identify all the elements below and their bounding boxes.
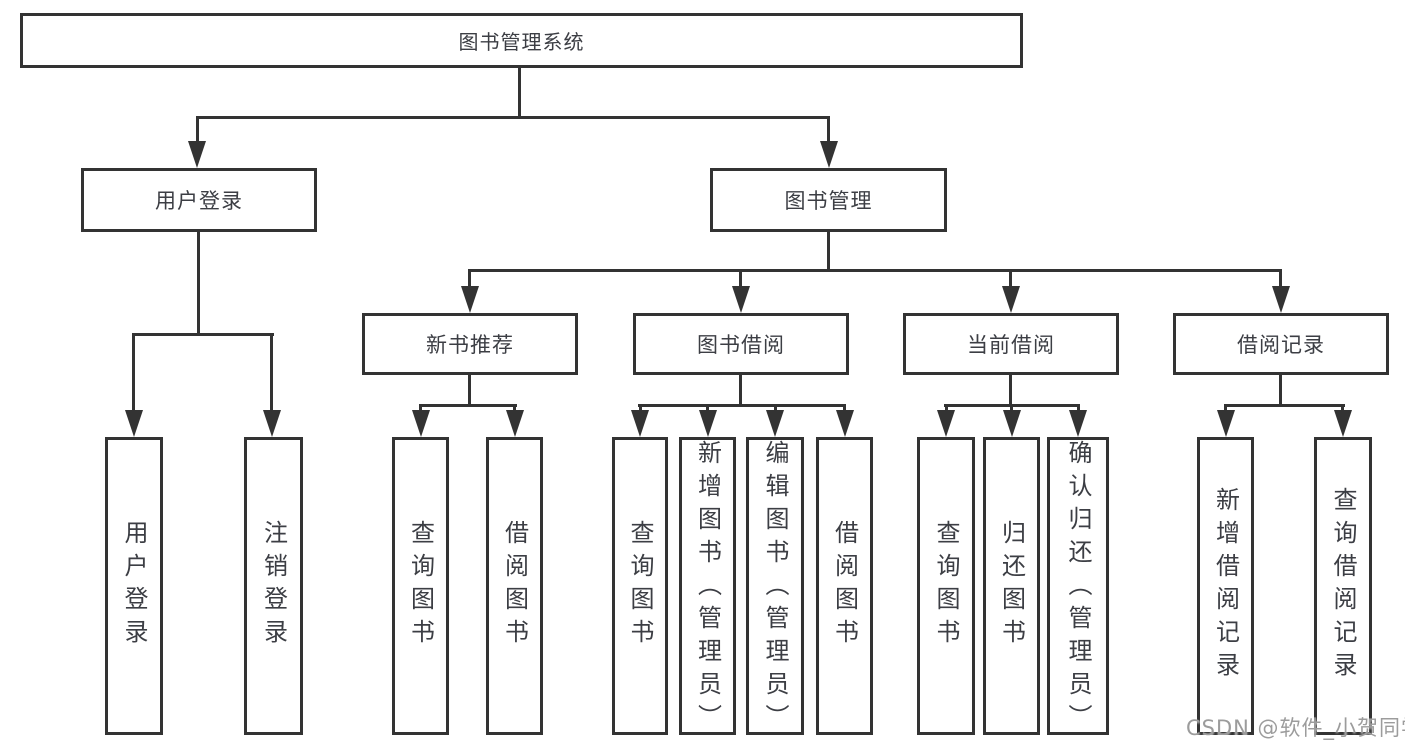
arrow-down-icon — [1334, 410, 1352, 437]
connector-line — [468, 269, 471, 289]
arrow-down-icon — [732, 286, 750, 313]
connector-line — [706, 404, 709, 412]
arrow-down-icon — [937, 410, 955, 437]
leaf-user-login: 用户登录 — [105, 437, 163, 735]
connector-line — [419, 404, 422, 412]
connector-line — [1077, 404, 1080, 412]
connector-line — [739, 269, 742, 289]
connector-line — [639, 404, 642, 412]
arrow-down-icon — [188, 141, 206, 168]
connector-line — [468, 375, 471, 407]
connector-line — [1009, 269, 1012, 289]
leaf-return-books: 归还图书 — [983, 437, 1040, 735]
leaf-borrow-books: 借阅图书 — [816, 437, 873, 735]
connector-line — [1341, 404, 1344, 412]
connector-line — [196, 116, 830, 119]
connector-line — [638, 404, 846, 407]
node-new-book-recommend: 新书推荐 — [362, 313, 578, 375]
connector-line — [197, 232, 200, 336]
node-book-management: 图书管理 — [710, 168, 947, 232]
node-user-login: 用户登录 — [81, 168, 317, 232]
connector-line — [518, 68, 521, 119]
leaf-confirm-return-admin: 确认归还（管理员） — [1047, 437, 1109, 737]
leaf-query-books: 查询图书 — [612, 437, 668, 735]
connector-line — [1010, 404, 1013, 412]
arrow-down-icon — [461, 286, 479, 313]
connector-line — [827, 232, 830, 272]
connector-line — [419, 404, 517, 407]
connector-line — [827, 116, 830, 144]
connector-line — [1279, 269, 1282, 289]
arrow-down-icon — [125, 410, 143, 437]
arrow-down-icon — [1069, 410, 1087, 437]
leaf-edit-books-admin: 编辑图书（管理员） — [746, 437, 804, 737]
arrow-down-icon — [1272, 286, 1290, 313]
connector-line — [513, 404, 516, 412]
arrow-down-icon — [1002, 286, 1020, 313]
node-book-borrow: 图书借阅 — [633, 313, 849, 375]
arrow-down-icon — [699, 410, 717, 437]
leaf-query-books: 查询图书 — [392, 437, 449, 735]
connector-line — [132, 333, 135, 411]
connector-line — [1224, 404, 1227, 412]
connector-line — [196, 116, 199, 144]
arrow-down-icon — [820, 141, 838, 168]
node-borrow-records: 借阅记录 — [1173, 313, 1389, 375]
connector-line — [133, 333, 274, 336]
leaf-logout: 注销登录 — [244, 437, 303, 735]
leaf-add-borrow-record: 新增借阅记录 — [1197, 437, 1254, 735]
leaf-query-borrow-record: 查询借阅记录 — [1314, 437, 1372, 735]
arrow-down-icon — [631, 410, 649, 437]
leaf-borrow-books: 借阅图书 — [486, 437, 543, 735]
node-current-borrow: 当前借阅 — [903, 313, 1119, 375]
connector-line — [469, 269, 1282, 272]
connector-line — [945, 404, 948, 412]
arrow-down-icon — [263, 410, 281, 437]
connector-line — [739, 375, 742, 407]
leaf-query-books: 查询图书 — [917, 437, 975, 735]
connector-line — [1279, 375, 1282, 407]
arrow-down-icon — [506, 410, 524, 437]
connector-line — [843, 404, 846, 412]
connector-line — [1009, 375, 1012, 407]
connector-line — [774, 404, 777, 412]
node-library-management-system: 图书管理系统 — [20, 13, 1023, 68]
arrow-down-icon — [1217, 410, 1235, 437]
connector-line — [270, 333, 273, 411]
connector-line — [1224, 404, 1345, 407]
arrow-down-icon — [766, 410, 784, 437]
arrow-down-icon — [836, 410, 854, 437]
arrow-down-icon — [1003, 410, 1021, 437]
csdn-watermark: CSDN @软件_小贺同学 — [1186, 716, 1405, 740]
leaf-add-books-admin: 新增图书（管理员） — [679, 437, 736, 737]
arrow-down-icon — [412, 410, 430, 437]
